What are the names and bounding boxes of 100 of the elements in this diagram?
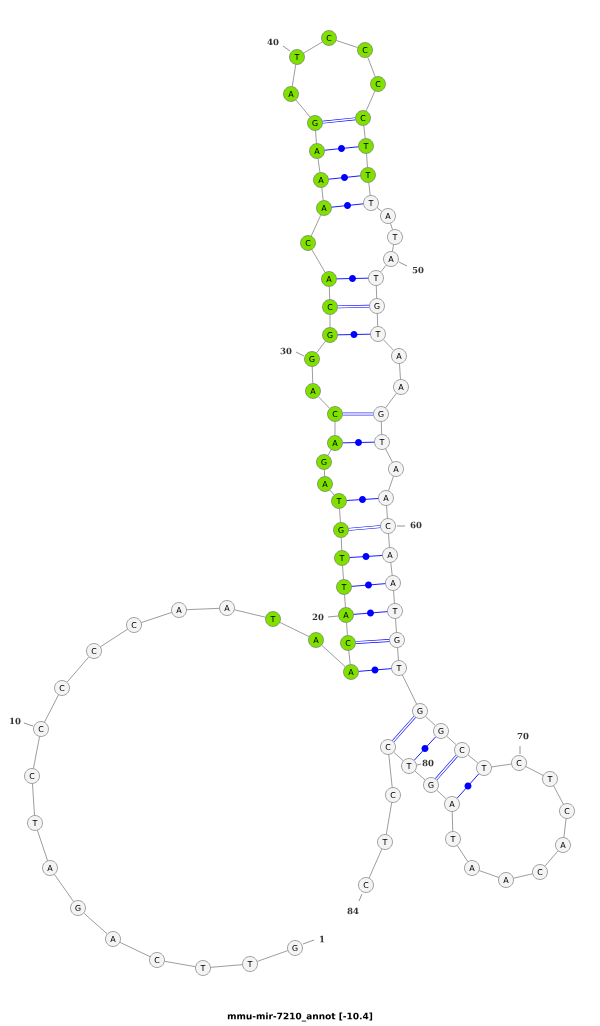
position-number: 1 — [320, 935, 325, 943]
backbone-line — [342, 565, 344, 580]
backbone-line — [393, 751, 404, 762]
backbone-line — [291, 64, 297, 87]
backbone-line — [365, 90, 376, 112]
base-pair-line — [413, 736, 437, 761]
backbone-line — [451, 811, 454, 832]
backbone-line — [491, 763, 512, 768]
backbone-line — [399, 363, 401, 380]
backbone-line — [456, 845, 469, 862]
backbone-line — [390, 562, 393, 576]
backbone-line — [164, 961, 196, 967]
position-number: 84 — [347, 907, 359, 915]
backbone-line — [279, 622, 310, 637]
backbone-line — [83, 912, 108, 935]
backbone-line — [467, 754, 479, 764]
base-pair-line — [328, 174, 361, 181]
backbone-line — [37, 830, 48, 861]
backbone-line — [544, 850, 559, 867]
position-number: 10 — [10, 717, 21, 725]
backbone-line — [383, 339, 394, 351]
backbone-line — [234, 609, 266, 618]
backbone-line — [367, 56, 376, 78]
base-pair-line — [435, 754, 458, 781]
backbone-line — [385, 448, 393, 463]
backbone-line — [397, 647, 399, 661]
backbone-line — [446, 735, 457, 746]
backbone-line — [563, 818, 567, 838]
base-pair-line — [346, 496, 379, 503]
backbone-line — [54, 874, 74, 902]
backbone-line — [318, 396, 330, 409]
base-pair-line — [392, 715, 416, 743]
backbone-line — [380, 421, 383, 435]
backbone-line — [376, 207, 383, 212]
backbone-line — [346, 622, 348, 636]
backbone-line — [385, 392, 397, 409]
backbone-line — [380, 264, 387, 273]
backbone-line — [336, 40, 358, 48]
backbone-line — [436, 789, 447, 800]
position-number: 80 — [422, 759, 434, 767]
base-pair-line — [321, 117, 357, 124]
backbone-line — [311, 249, 326, 273]
backbone-line — [33, 736, 40, 769]
backbone-line — [388, 533, 390, 548]
backbone-line — [186, 608, 220, 611]
position-number: 30 — [280, 347, 292, 355]
backbone-line — [324, 469, 325, 477]
position-number: 70 — [517, 732, 529, 740]
backbone-line — [317, 158, 321, 173]
base-pair-line — [351, 581, 386, 589]
backbone-line — [402, 674, 417, 705]
backbone-line — [141, 612, 172, 623]
backbone-line — [479, 870, 499, 878]
backbone-line — [340, 537, 343, 551]
backbone-line — [366, 153, 368, 168]
backbone-line — [393, 590, 395, 604]
base-pair-line — [456, 773, 480, 799]
backbone-line — [327, 449, 332, 456]
backbone-line — [376, 313, 379, 327]
backbone-line — [32, 783, 35, 816]
backbone-line — [119, 942, 151, 957]
backbone-line — [310, 214, 322, 237]
backbone-line — [390, 223, 393, 230]
title: mmu-mir-7210_annot [-10.4] — [227, 1012, 373, 1022]
backbone-line — [329, 489, 335, 496]
backbone-line — [295, 99, 311, 118]
position-number: 20 — [312, 613, 324, 621]
backbone-line — [329, 314, 331, 328]
backbone-line — [363, 125, 366, 139]
backbone-line — [385, 802, 393, 835]
backbone-line — [257, 950, 288, 962]
base-pair-line — [354, 639, 390, 644]
backbone-line — [100, 628, 128, 648]
backbone-line — [303, 41, 323, 54]
backbone-line — [339, 508, 341, 523]
backbone-line — [388, 476, 394, 491]
backbone-line — [210, 964, 243, 968]
base-pair-line — [358, 666, 392, 674]
backbone-line — [553, 785, 564, 805]
backbone-line — [311, 366, 314, 384]
base-pair-line — [349, 553, 383, 560]
backbone-line — [386, 505, 388, 519]
position-number: 40 — [267, 38, 279, 46]
backbone-line — [395, 618, 397, 633]
backbone-line — [348, 650, 351, 665]
position-number: 60 — [410, 521, 422, 529]
backbone-line — [315, 130, 317, 144]
backbone-line — [321, 187, 324, 201]
base-pair-line — [337, 331, 371, 338]
backbone-line — [44, 694, 59, 723]
backbone-line — [368, 848, 383, 879]
backbone-line — [375, 285, 378, 299]
base-pair-line — [324, 145, 359, 152]
backbone-line — [414, 770, 426, 781]
backbone-line — [388, 754, 393, 788]
backbone-line — [392, 244, 394, 252]
position-number: 50 — [412, 266, 424, 274]
base-pair-line — [342, 412, 374, 416]
base-pair-line — [353, 609, 388, 617]
backbone-line — [513, 873, 533, 879]
